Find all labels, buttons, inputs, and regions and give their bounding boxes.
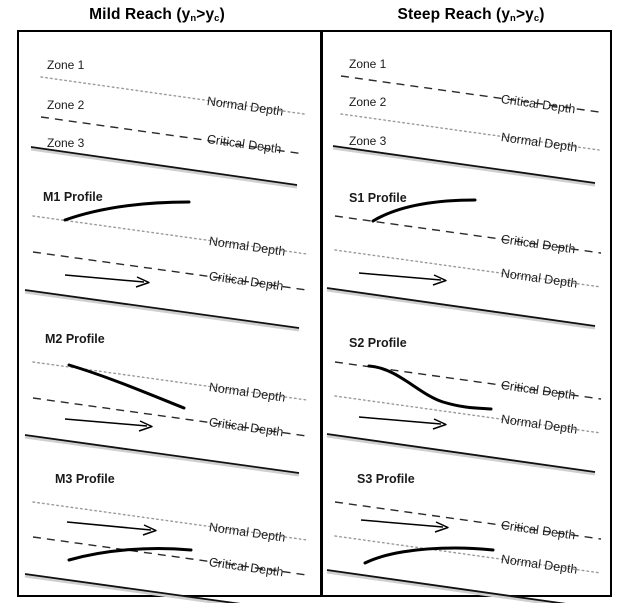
channel-bed-shadow <box>24 290 300 332</box>
critical-depth-line <box>334 501 602 540</box>
title-mild-end: ) <box>219 6 225 23</box>
channel-bed-line <box>326 569 567 603</box>
column-divider <box>320 32 323 595</box>
label-zone-3: Zone 3 <box>349 134 387 148</box>
channel-bed-line <box>24 434 300 474</box>
channel-bed-shadow <box>332 146 596 187</box>
normal-depth-line <box>40 76 305 115</box>
panel-steep-zones: Zone 1 Zone 2 Zone 3 Critical Depth Norm… <box>323 32 609 187</box>
channel-bed-line <box>30 146 298 186</box>
m2-profile-curve <box>67 363 186 410</box>
s3-profile-curve <box>363 546 495 565</box>
normal-depth-line <box>334 535 602 574</box>
normal-depth-line <box>32 215 308 255</box>
title-steep-sub-c: c <box>533 12 540 24</box>
panel-steep-zones-graphic <box>323 32 609 187</box>
column-steep-reach: Zone 1 Zone 2 Zone 3 Critical Depth Norm… <box>323 32 609 603</box>
label-zone-1: Zone 1 <box>47 58 85 72</box>
panel-s1-graphic <box>323 180 609 330</box>
flow-arrow-icon <box>358 416 447 430</box>
panel-s3: S3 Profile Critical Depth Normal Depth <box>323 464 609 603</box>
panel-m2: M2 Profile Normal Depth Critical Depth <box>19 322 320 477</box>
panel-s3-graphic <box>323 464 609 603</box>
panel-mild-zones-graphic <box>19 32 320 189</box>
critical-depth-line <box>32 536 308 576</box>
label-s2-profile: S2 Profile <box>349 336 407 350</box>
panel-s2: S2 Profile Critical Depth Normal Depth <box>323 322 609 476</box>
channel-bed-shadow <box>24 574 231 603</box>
channel-bed-shadow <box>326 570 557 603</box>
title-mild-main: Mild Reach (y <box>89 6 191 23</box>
critical-depth-line <box>40 116 305 155</box>
normal-depth-line <box>340 113 600 151</box>
label-zone-3: Zone 3 <box>47 136 85 150</box>
s1-profile-curve <box>371 198 477 223</box>
channel-bed-shadow <box>30 147 298 189</box>
diagram-frame: Zone 1 Zone 2 Zone 3 Normal Depth Critic… <box>17 30 612 603</box>
panel-m1-graphic <box>19 180 320 332</box>
flow-arrow-icon <box>358 272 447 286</box>
critical-depth-line <box>32 397 308 437</box>
panel-s1: S1 Profile Critical Depth Normal Depth <box>323 180 609 330</box>
m1-profile-curve <box>63 200 191 222</box>
normal-depth-line <box>334 395 602 434</box>
flow-arrow-icon <box>64 274 150 288</box>
panel-s2-graphic <box>323 322 609 476</box>
label-m2-profile: M2 Profile <box>45 332 105 346</box>
panel-m1: M1 Profile Normal Depth Critical Depth <box>19 180 320 332</box>
title-steep-mid: >y <box>515 6 534 23</box>
label-zone-1: Zone 1 <box>349 57 387 71</box>
flow-arrow-icon <box>64 418 153 432</box>
m3-profile-curve <box>67 546 193 562</box>
label-m3-profile: M3 Profile <box>55 472 115 486</box>
title-steep-main: Steep Reach (y <box>397 6 511 23</box>
title-mild-sub-n: n <box>190 12 197 24</box>
critical-depth-line <box>32 251 308 291</box>
s2-profile-curve <box>367 364 493 411</box>
title-steep-end: ) <box>539 6 545 23</box>
column-mild-reach: Zone 1 Zone 2 Zone 3 Normal Depth Critic… <box>19 32 320 603</box>
panel-m2-graphic <box>19 322 320 477</box>
label-m1-profile: M1 Profile <box>43 190 103 204</box>
title-steep-sub-n: n <box>510 12 516 24</box>
normal-depth-line <box>32 361 308 401</box>
panel-m3: M3 Profile Normal Depth Critical Depth <box>19 464 320 603</box>
channel-bed-shadow <box>326 434 596 476</box>
channel-bed-line <box>24 573 241 603</box>
critical-depth-line <box>334 215 602 254</box>
flow-arrow-icon <box>360 519 449 533</box>
label-s3-profile: S3 Profile <box>357 472 415 486</box>
channel-bed-line <box>326 433 596 473</box>
critical-depth-line <box>340 75 600 113</box>
channel-bed-line <box>24 289 300 329</box>
label-zone-2: Zone 2 <box>349 95 387 109</box>
channel-bed-shadow <box>24 435 300 477</box>
flow-arrow-icon <box>66 521 157 536</box>
normal-depth-line <box>32 501 308 541</box>
label-s1-profile: S1 Profile <box>349 191 407 205</box>
panel-m3-graphic <box>19 464 320 603</box>
panel-mild-zones: Zone 1 Zone 2 Zone 3 Normal Depth Critic… <box>19 32 320 189</box>
channel-bed-line <box>326 287 596 327</box>
channel-bed-line <box>332 145 596 184</box>
title-mild-mid: >y <box>196 6 215 23</box>
title-mild-sub-c: c <box>214 12 220 24</box>
channel-bed-shadow <box>326 288 596 330</box>
normal-depth-line <box>334 249 602 288</box>
label-zone-2: Zone 2 <box>47 98 85 112</box>
